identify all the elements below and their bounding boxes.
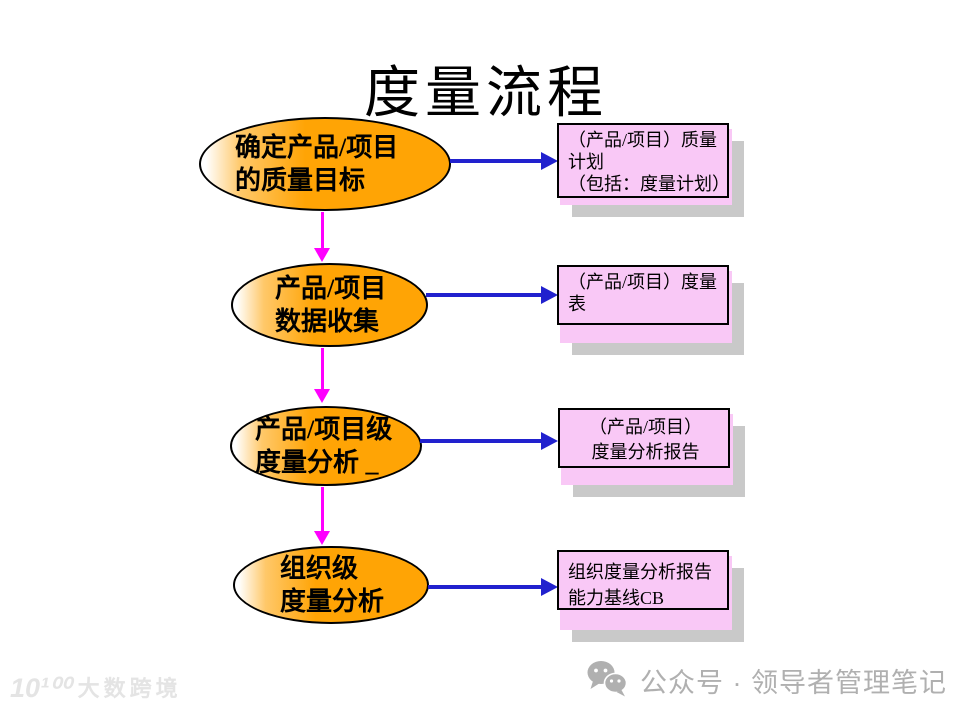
output-text-line: （产品/项目） (588, 417, 702, 437)
output-text-line: 能力基线CB (568, 588, 665, 608)
ellipse-label-line: 数据收集 (275, 307, 380, 336)
ellipse-label-line: 度量分析 (280, 587, 385, 616)
watermark-left: 10¹⁰⁰ 大数跨境 (10, 674, 182, 702)
output-box-quality-plan: （产品/项目）质量 计划 （包括：度量计划） (557, 123, 730, 198)
ellipse-label-line: 组织级 (280, 554, 359, 583)
process-ellipse-quality-goal: 确定产品/项目 的质量目标 (199, 117, 451, 211)
ellipse-label-line: 确定产品/项目 (235, 133, 399, 162)
output-text-line: 度量分析报告 (591, 442, 700, 462)
wechat-icon (584, 659, 630, 702)
output-text-line: （包括：度量计划） (568, 174, 730, 194)
process-ellipse-project-analysis: 产品/项目级 度量分析 _ (230, 406, 422, 486)
brand-logo-icon: 10¹⁰⁰ (10, 673, 71, 703)
output-text-line: 计划 (568, 152, 604, 172)
page-title: 度量流程 (364, 63, 608, 125)
output-text-line: （产品/项目）度量 (568, 272, 718, 292)
watermark-left-text: 大数跨境 (77, 676, 182, 701)
ellipse-label-line: 产品/项目 (275, 274, 387, 303)
output-box-analysis-report: （产品/项目） 度量分析报告 (558, 408, 730, 468)
output-text-line: （产品/项目）质量 (568, 130, 718, 150)
process-ellipse-org-analysis: 组织级 度量分析 (233, 546, 429, 624)
output-text-line: 组织度量分析报告 (568, 562, 712, 582)
ellipse-label-line: 的质量目标 (235, 166, 366, 195)
output-box-measure-sheet: （产品/项目）度量 表 (557, 265, 729, 325)
process-ellipse-data-collection: 产品/项目 数据收集 (231, 263, 428, 347)
ellipse-label-line: 度量分析 _ (255, 448, 379, 477)
output-text-line: 表 (568, 294, 586, 314)
watermark-right: 公众号 · 领导者管理笔记 (584, 659, 947, 702)
watermark-right-text: 公众号 · 领导者管理笔记 (640, 668, 947, 698)
output-box-org-report: 组织度量分析报告 能力基线CB (557, 550, 729, 610)
ellipse-label-line: 产品/项目级 (255, 415, 393, 444)
